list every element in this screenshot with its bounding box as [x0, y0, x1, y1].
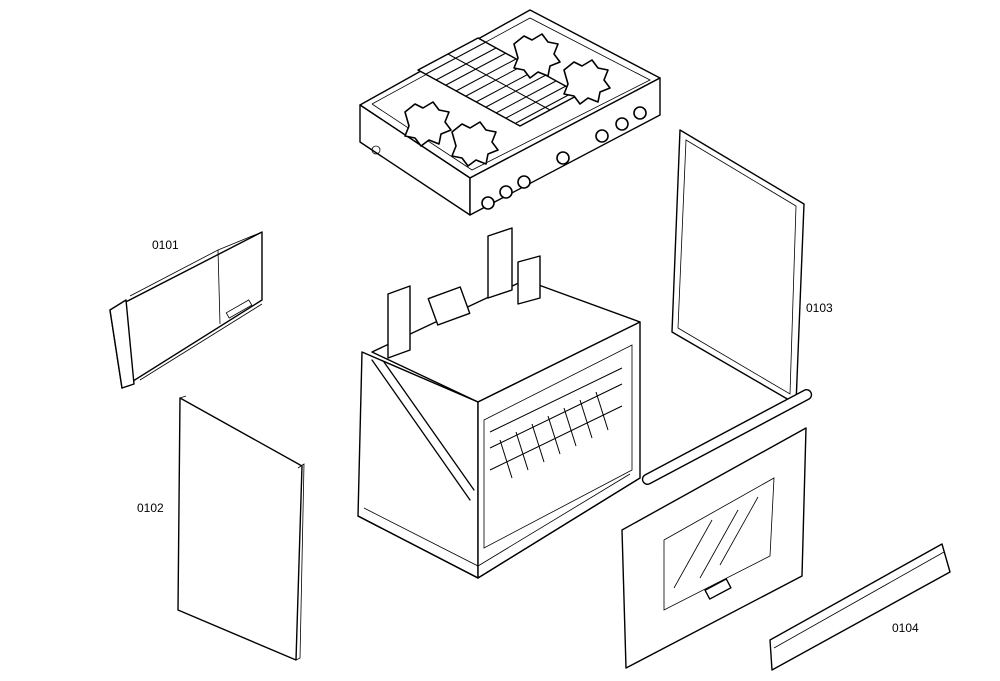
part-0101: 0101	[109, 231, 263, 389]
part-0103: 0103	[671, 129, 833, 405]
part-0102: 0102	[137, 395, 305, 661]
oven-body-assembly	[357, 227, 641, 579]
oven-door	[621, 389, 813, 669]
part-label-0104: 0104	[892, 621, 919, 635]
part-0104: 0104	[769, 543, 951, 671]
part-label-0101: 0101	[152, 238, 179, 252]
cooktop-assembly	[359, 9, 661, 216]
part-label-0103: 0103	[806, 301, 833, 315]
part-label-0102: 0102	[137, 501, 164, 515]
